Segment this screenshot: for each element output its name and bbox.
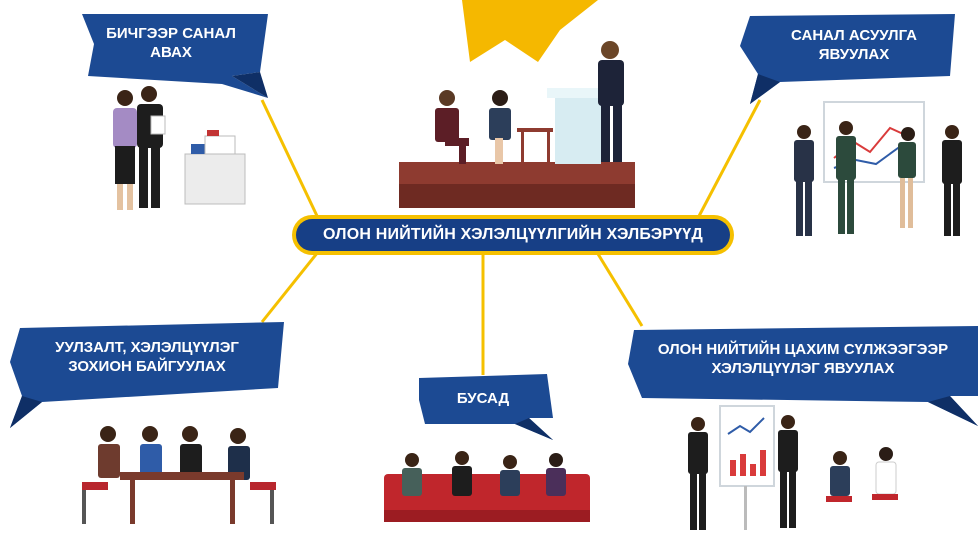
banner-survey: САНАЛ АСУУЛГА ЯВУУЛАХ bbox=[740, 14, 960, 104]
connector-line-survey bbox=[696, 99, 762, 219]
banner-online-line1: ОЛОН НИЙТИЙН ЦАХИМ СҮЛЖЭЭГЭЭР bbox=[657, 341, 949, 358]
banner-meeting-line2: ЗОХИОН БАЙГУУЛАХ bbox=[68, 358, 226, 375]
banner-written-line2: АВАХ bbox=[150, 44, 192, 61]
online-discussion-illustration bbox=[688, 405, 898, 530]
speaker-stage-illustration bbox=[399, 41, 635, 208]
banner-meeting-line1: УУЛЗАЛТ, ХЭЛЭЛЦҮҮЛЭГ bbox=[55, 339, 239, 356]
banner-survey-line1: САНАЛ АСУУЛГА bbox=[791, 27, 917, 44]
connector-line-meeting bbox=[260, 251, 320, 323]
banner-survey-line2: ЯВУУЛАХ bbox=[818, 46, 890, 63]
banner-other: БУСАД bbox=[419, 374, 553, 440]
banner-other-line1: БУСАД bbox=[456, 390, 510, 407]
banner-online-line2: ХЭЛЭЛЦҮҮЛЭГ ЯВУУЛАХ bbox=[711, 360, 895, 377]
written-proposal-illustration bbox=[113, 86, 246, 210]
other-discussion-illustration bbox=[384, 451, 590, 522]
center-title: ОЛОН НИЙТИЙН ХЭЛЭЛЦҮҮЛГИЙН ХЭЛБЭРҮҮД bbox=[296, 219, 730, 251]
connector-line-written bbox=[260, 99, 320, 219]
banner-written-line1: БИЧГЭЭР САНАЛ bbox=[106, 25, 236, 42]
banner-written: БИЧГЭЭР САНАЛ АВАХ bbox=[82, 14, 268, 98]
banner-meeting: УУЛЗАЛТ, ХЭЛЭЛЦҮҮЛЭГ ЗОХИОН БАЙГУУЛАХ bbox=[10, 322, 284, 428]
survey-illustration bbox=[794, 101, 962, 236]
meeting-illustration bbox=[82, 426, 276, 524]
center-title-pill: ОЛОН НИЙТИЙН ХЭЛЭЛЦҮҮЛГИЙН ХЭЛБЭРҮҮД bbox=[292, 215, 734, 255]
connector-line-online bbox=[596, 253, 644, 327]
banner-online: ОЛОН НИЙТИЙН ЦАХИМ СҮЛЖЭЭГЭЭР ХЭЛЭЛЦҮҮЛЭ… bbox=[628, 326, 978, 426]
yellow-burst-shape bbox=[462, 0, 598, 62]
